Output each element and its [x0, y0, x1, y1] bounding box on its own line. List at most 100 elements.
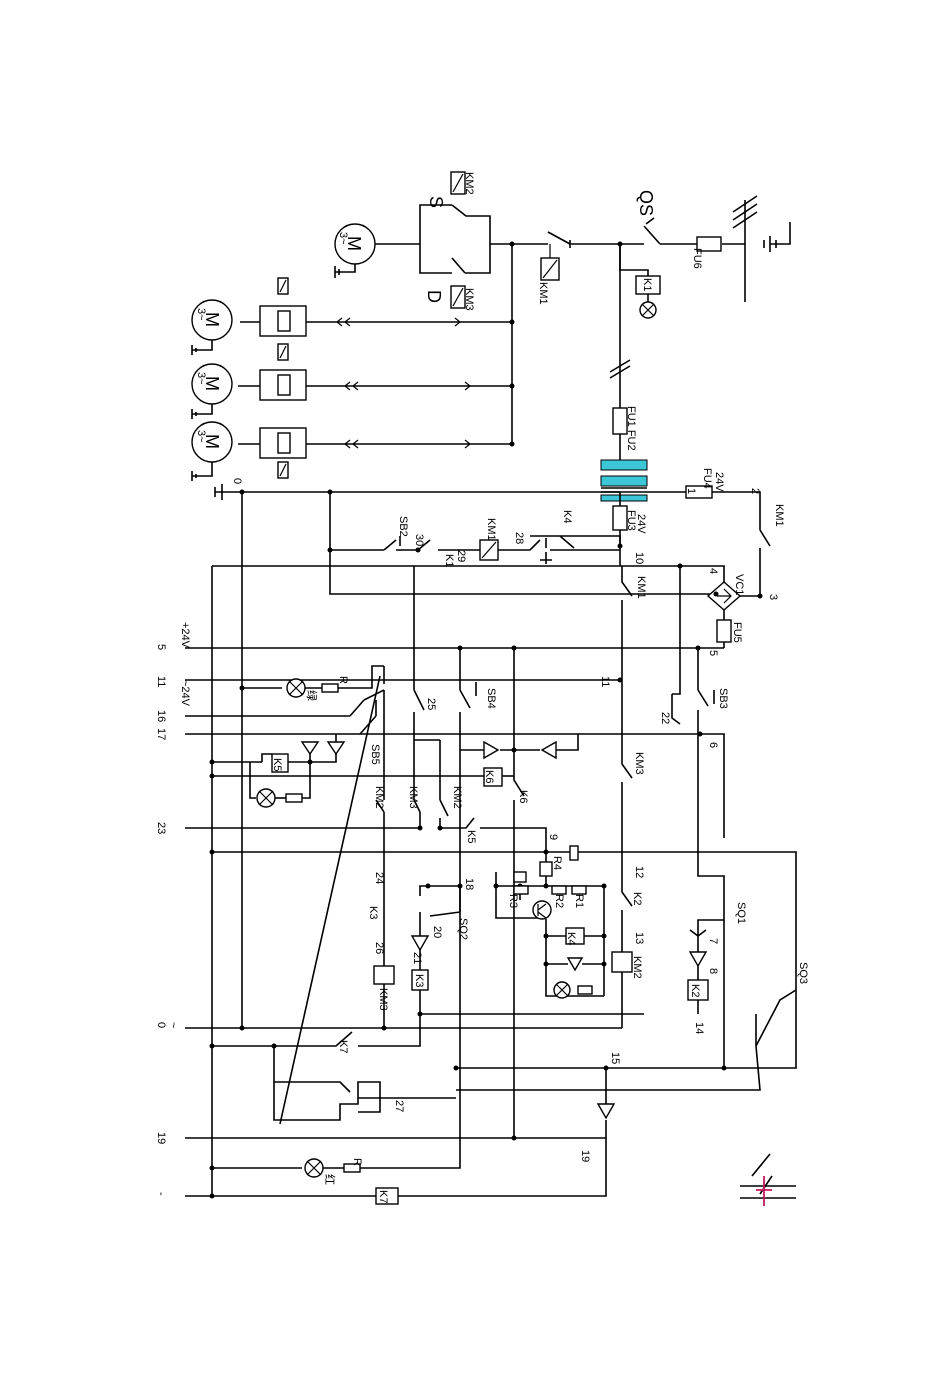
diode-icon	[326, 741, 346, 756]
small-motor-1	[191, 277, 512, 355]
node-14: 14	[693, 1022, 705, 1034]
label-k6: K6	[517, 790, 529, 803]
label-km1-ctrl: KM1	[635, 576, 647, 599]
label-k3-contact: K3	[367, 906, 379, 919]
label-sb2: SB2	[397, 516, 409, 537]
vc1-bridge-rectifier	[706, 581, 742, 611]
node-25: 25	[425, 698, 437, 710]
fu1-fu2-fuse	[612, 407, 628, 435]
label-fu3: FU3	[625, 510, 637, 531]
node-1: 1	[685, 488, 697, 494]
node-4: 4	[707, 568, 719, 574]
label-sb3: SB3	[717, 688, 729, 709]
label-s: S	[426, 196, 446, 208]
label-k4-top: K4	[561, 510, 573, 523]
label-r-green: R	[337, 676, 349, 684]
km2-coil-control	[611, 951, 633, 973]
label-r3: R3	[507, 894, 519, 908]
label-qs: QS	[636, 190, 656, 216]
label-k5-coil: K5	[271, 758, 283, 771]
node-21: 21	[411, 952, 423, 964]
label-km3: KM3	[463, 288, 475, 311]
node-7: 7	[707, 938, 719, 944]
node-28: 28	[513, 532, 525, 544]
label-km2: KM2	[463, 172, 475, 195]
rail-label-0: 0	[155, 1022, 167, 1028]
label-km3-coil: KM3	[377, 988, 389, 1011]
node-12: 12	[633, 866, 645, 878]
label-motor-2: M	[202, 376, 222, 391]
diode-icon	[300, 741, 320, 756]
node-30: 30	[413, 534, 425, 546]
rail-label-0t: ~	[167, 1022, 179, 1028]
label-motor-3-phase: 3~	[195, 430, 207, 443]
label-green: 绿	[305, 690, 319, 701]
label-k6-coil: K6	[483, 770, 495, 783]
power-section	[191, 171, 791, 596]
label-k4-coil: K4	[565, 932, 577, 945]
label-sb5: SB5	[369, 744, 381, 765]
diode-icon	[410, 935, 430, 952]
labels: S D KM2 KM3 KM1 QS K1 FU6 FU1 FU2 FU4 24…	[155, 172, 809, 1203]
node-5: 5	[707, 650, 719, 656]
label-km2-b: KM2	[451, 786, 463, 809]
label-k2-contact: K2	[631, 892, 643, 905]
node-9: 9	[547, 834, 559, 840]
label-r4: R4	[551, 856, 563, 870]
k6-relay	[483, 767, 503, 787]
fu3-fuse	[612, 505, 628, 531]
label-k1: K1	[641, 278, 653, 291]
label-fu4-v: 24V	[713, 472, 725, 492]
contact-legend-icon	[740, 1153, 796, 1206]
label-r1: R1	[573, 894, 585, 908]
transistor-icon	[532, 900, 552, 920]
node-27: 27	[393, 1100, 405, 1112]
label-k3-coil: K3	[413, 974, 425, 987]
label-fu6: FU6	[691, 248, 703, 269]
label-red: 红	[323, 1174, 336, 1185]
rail-label-17: 17	[155, 728, 167, 740]
label-fu3-v: 24V	[635, 514, 647, 534]
label-sq1: SQ1	[735, 902, 747, 924]
fu5-fuse	[716, 619, 732, 643]
node-10: 10	[633, 552, 645, 564]
k7-relay	[375, 1187, 399, 1205]
node-15: 15	[609, 1052, 621, 1064]
label-sq3: SQ3	[797, 962, 809, 984]
label-k1-ctrl: K1	[443, 554, 455, 567]
node-3: 3	[767, 594, 779, 600]
label-motor-3: M	[202, 434, 222, 449]
label-motor-main-phase: 3~	[337, 232, 349, 245]
node-2: 2	[749, 488, 761, 494]
label-km1-right: KM1	[773, 504, 785, 527]
label-k7-coil: K7	[377, 1190, 389, 1203]
label-d: D	[424, 290, 444, 303]
node-26: 26	[373, 942, 385, 954]
node-22: 22	[659, 712, 671, 724]
diode-icon	[566, 957, 584, 972]
small-motor-3	[191, 421, 512, 481]
label-fu5: FU5	[731, 622, 743, 643]
label-sq2: SQ2	[457, 918, 469, 940]
rail-label-16: 16	[155, 710, 167, 722]
label-k2-coil: K2	[689, 984, 701, 997]
diode-icon	[596, 1103, 616, 1120]
label-k7-contact: K7	[337, 1040, 349, 1053]
node-8: 8	[707, 968, 719, 974]
node-13: 13	[633, 932, 645, 944]
node-6: 6	[707, 742, 719, 748]
label-km1: KM1	[537, 282, 549, 305]
node-24: 24	[373, 872, 385, 884]
label-km2-coil: KM2	[631, 956, 643, 979]
label-km2-a: KM2	[373, 786, 385, 809]
label-r2: R2	[553, 894, 565, 908]
transistor-timer-circuit	[493, 852, 607, 999]
label-zero: 0	[231, 478, 243, 484]
label-vc1: VC1	[733, 574, 745, 595]
control-circuit	[185, 492, 797, 1206]
label-motor-main: M	[344, 236, 364, 251]
label-sb4: SB4	[485, 688, 497, 709]
node-20: 20	[431, 926, 443, 938]
node-29: 29	[455, 550, 467, 562]
